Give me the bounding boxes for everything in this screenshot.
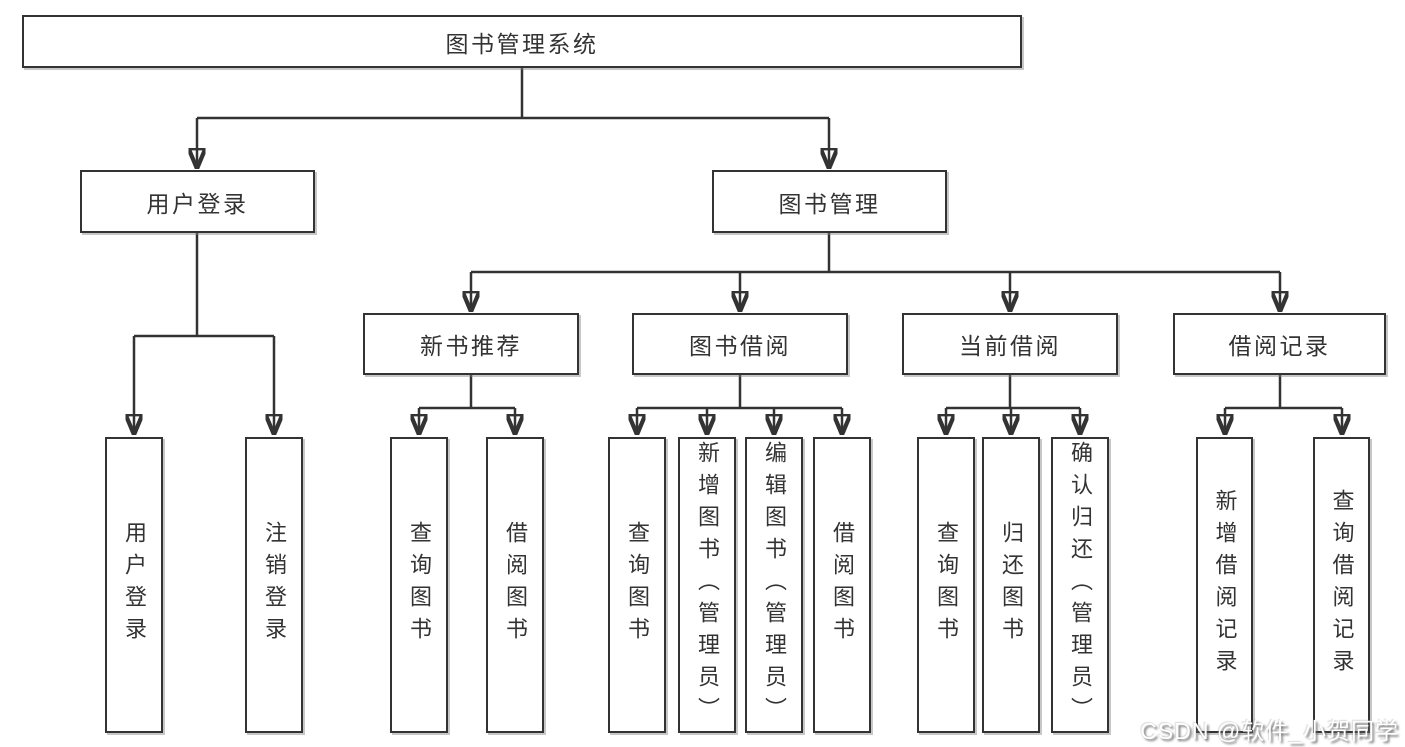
node-new-book-recommend: 新书推荐 [363, 313, 579, 375]
leaf-add-book-admin: 新增图书（管理员） [678, 437, 736, 733]
leaf-add-borrow-record: 新增借阅记录 [1196, 437, 1253, 733]
leaf-query-borrow-record: 查询借阅记录 [1313, 437, 1370, 733]
node-user-login-branch: 用户登录 [80, 170, 315, 233]
node-borrow-records: 借阅记录 [1173, 313, 1386, 375]
leaf-logout: 注销登录 [245, 437, 303, 733]
leaf-recommend-borrow-books: 借阅图书 [486, 437, 544, 733]
leaf-user-login: 用户登录 [105, 437, 163, 733]
node-current-borrow: 当前借阅 [902, 313, 1118, 375]
csdn-watermark: CSDN @软件_小贺同学 [1140, 718, 1399, 744]
edge-records-to-leaves [1225, 375, 1342, 433]
node-book-management-branch: 图书管理 [712, 170, 947, 233]
node-library-management-system: 图书管理系统 [22, 15, 1022, 68]
leaf-borrow-books: 借阅图书 [813, 437, 871, 733]
edge-recommend-to-leaves [419, 375, 515, 433]
edge-current-to-leaves [946, 375, 1080, 433]
edge-root-to-level2 [197, 68, 829, 167]
leaf-recommend-query-books: 查询图书 [390, 437, 448, 733]
edge-user-login-to-leaves [134, 233, 274, 433]
leaf-current-query-books: 查询图书 [917, 437, 975, 733]
leaf-borrow-query-books: 查询图书 [608, 437, 666, 733]
node-book-borrow: 图书借阅 [632, 313, 848, 375]
edge-borrow-to-leaves [637, 375, 842, 433]
edge-book-management-to-level3 [471, 233, 1280, 310]
leaf-return-book: 归还图书 [982, 437, 1040, 733]
leaf-edit-book-admin: 编辑图书（管理员） [745, 437, 803, 733]
leaf-confirm-return-admin: 确认归还（管理员） [1051, 437, 1109, 733]
